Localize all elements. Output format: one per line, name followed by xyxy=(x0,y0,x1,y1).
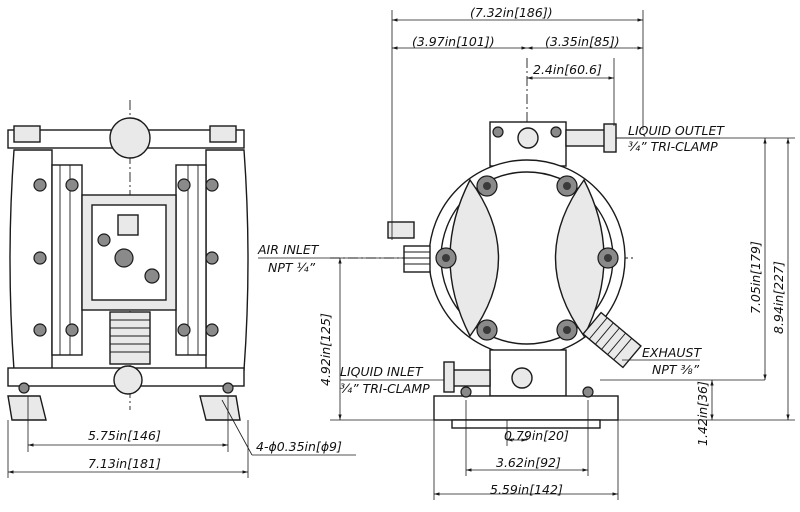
dim-inlet-height: 1.42in[36] xyxy=(695,381,710,446)
dim-inlet-offset: 0.79in[20] xyxy=(504,428,569,443)
side-view xyxy=(258,10,795,500)
dim-height-to-outlet: 7.05in[179] xyxy=(748,241,763,314)
dim-center-to-right: (3.35in[85]) xyxy=(545,34,620,49)
callout-exhaust: EXHAUST xyxy=(642,345,702,360)
callout-liquid-outlet-spec: ¾” TRI-CLAMP xyxy=(628,139,718,154)
callout-air-inlet-spec: NPT ¼” xyxy=(268,260,316,275)
dim-outlet-offset: 2.4in[60.6] xyxy=(533,62,602,77)
dim-air-inlet-height: 4.92in[125] xyxy=(318,313,333,386)
dim-overall-height: 8.94in[227] xyxy=(771,261,786,334)
dim-mount-holes: 4-ϕ0.35in[ϕ9] xyxy=(256,439,342,454)
dim-overall-width-side: (7.32in[186]) xyxy=(470,5,553,20)
callout-liquid-outlet: LIQUID OUTLET xyxy=(628,123,725,138)
callout-air-inlet: AIR INLET xyxy=(258,242,319,257)
dim-base-width: 5.59in[142] xyxy=(490,482,563,497)
dim-left-to-center: (3.97in[101]) xyxy=(412,34,495,49)
callout-liquid-inlet-spec: ¾” TRI-CLAMP xyxy=(340,381,430,396)
dim-bolt-spacing: 5.75in[146] xyxy=(88,428,161,443)
callout-liquid-inlet: LIQUID INLET xyxy=(340,364,423,379)
dim-base-hole-spacing: 3.62in[92] xyxy=(496,455,561,470)
callout-exhaust-spec: NPT ⅜” xyxy=(652,362,700,377)
front-view xyxy=(7,100,356,478)
dim-overall-width-front: 7.13in[181] xyxy=(88,456,161,471)
